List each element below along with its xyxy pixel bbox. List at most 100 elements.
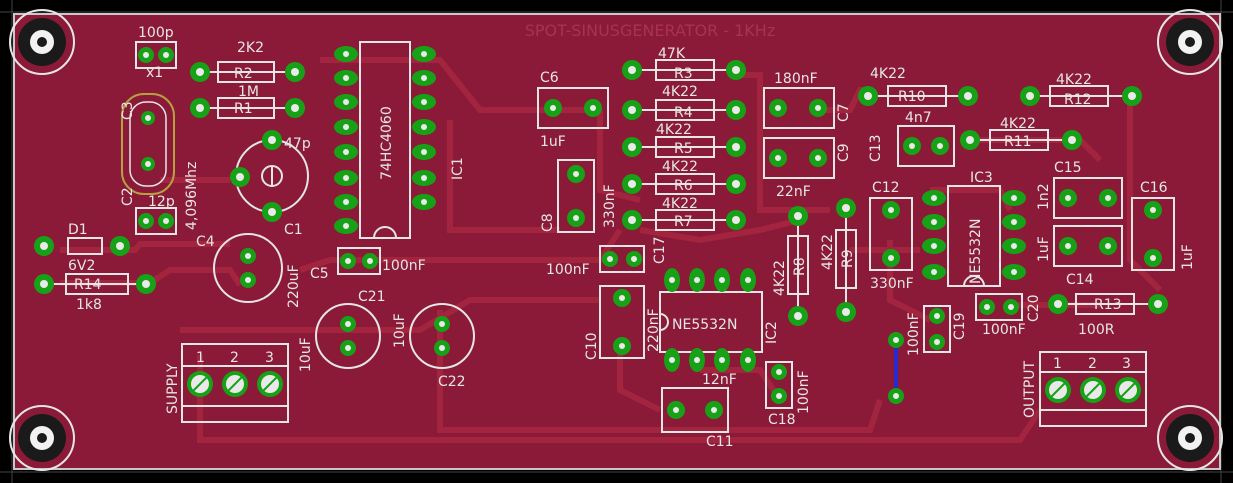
resistor-r9: 4K22 R9 bbox=[820, 198, 857, 322]
supply-connector: 1 2 3 SUPPLY bbox=[165, 343, 289, 423]
resistor-r11: 4K22 R11 bbox=[960, 116, 1082, 151]
ic3-type: NE5532N bbox=[968, 219, 984, 284]
c2-value: 12p bbox=[148, 194, 175, 210]
c11-label: C11 bbox=[706, 434, 734, 450]
r4-label: R4 bbox=[674, 105, 693, 121]
ic1-74hc4060: 74HC4060 IC1 bbox=[334, 41, 466, 239]
supply-screw-1 bbox=[187, 371, 213, 397]
c21-value: 10uF bbox=[298, 337, 314, 372]
supply-pin-3: 3 bbox=[265, 350, 274, 366]
c17-label: C17 bbox=[652, 236, 668, 264]
c8-value: 330nF bbox=[602, 184, 618, 228]
ic2-type: NE5532N bbox=[672, 317, 737, 333]
output-pin-1: 1 bbox=[1053, 356, 1062, 372]
capacitor-c13: 4n7 C13 bbox=[868, 110, 955, 167]
capacitor-c3-100p: 100p x1 bbox=[135, 25, 177, 81]
resistor-r5: 4K22 R5 bbox=[622, 122, 746, 158]
c11-value: 12nF bbox=[702, 372, 737, 388]
c6-value: 1uF bbox=[540, 134, 566, 150]
capacitor-c4: C4 220uF bbox=[196, 233, 302, 308]
ic2-ne5532n: NE5532N IC2 bbox=[659, 268, 780, 372]
ic1-pins-right bbox=[412, 46, 436, 210]
resistor-r8: 4K22 R8 bbox=[772, 206, 809, 326]
c7-value: 180nF bbox=[774, 71, 818, 87]
c10-label: C10 bbox=[584, 332, 600, 360]
r6-label: R6 bbox=[674, 178, 693, 194]
capacitor-c16: C16 1uF bbox=[1131, 180, 1196, 271]
r11-label: R11 bbox=[1004, 134, 1032, 150]
ic2-label: IC2 bbox=[764, 321, 780, 344]
c9-label: C9 bbox=[836, 143, 852, 162]
supply-screw-2 bbox=[222, 371, 248, 397]
board-title: SPOT-SINUSGENERATOR - 1KHz bbox=[525, 21, 775, 40]
capacitor-c9: 22nF C9 bbox=[763, 137, 852, 200]
c3-value: 100p bbox=[138, 25, 174, 41]
c15-value: 1n2 bbox=[1036, 183, 1052, 210]
output-screw-2 bbox=[1080, 377, 1106, 403]
r7-label: R7 bbox=[674, 214, 693, 230]
capacitor-c2-12p: 12p bbox=[135, 194, 177, 235]
mounting-hole-tr bbox=[1157, 9, 1223, 75]
r13-label: R13 bbox=[1094, 297, 1122, 313]
ic3-ne5532n: IC3 NE5532N bbox=[922, 170, 1026, 287]
c10-value: 220nF bbox=[646, 308, 662, 352]
c4-label: C4 bbox=[196, 234, 215, 250]
capacitor-c8: C8 330nF bbox=[540, 159, 618, 233]
supply-label: SUPPLY bbox=[165, 363, 181, 414]
c9-value: 22nF bbox=[776, 184, 811, 200]
c17-value: 100nF bbox=[546, 262, 590, 278]
c4-value: 220uF bbox=[286, 264, 302, 308]
r8-value: 4K22 bbox=[772, 260, 788, 296]
mounting-hole-tl bbox=[9, 9, 75, 75]
r9-label: R9 bbox=[840, 249, 856, 268]
c15-label: C15 bbox=[1054, 160, 1082, 176]
resistor-r3: 47K R3 bbox=[622, 46, 746, 82]
r14-label: R14 bbox=[74, 277, 102, 293]
capacitor-c21: C21 10uF bbox=[298, 289, 386, 372]
r6-value: 4K22 bbox=[662, 159, 698, 175]
ic1-label: IC1 bbox=[450, 157, 466, 180]
resistor-r14: R14 1k8 bbox=[34, 273, 156, 313]
c1-label: C1 bbox=[284, 222, 303, 238]
r10-label: R10 bbox=[898, 89, 926, 105]
mounting-hole-bl bbox=[9, 405, 75, 471]
c16-value: 1uF bbox=[1180, 244, 1196, 270]
c3-label: C3 bbox=[120, 101, 136, 120]
r3-value: 47K bbox=[658, 46, 686, 62]
c12-label: C12 bbox=[872, 180, 900, 196]
c5-value: 100nF bbox=[382, 258, 426, 274]
supply-pin-1: 1 bbox=[196, 350, 205, 366]
c2-label: C2 bbox=[120, 187, 136, 206]
r8-label: R8 bbox=[792, 257, 808, 276]
r12-label: R12 bbox=[1064, 92, 1092, 108]
resistor-r6: 4K22 R6 bbox=[622, 159, 746, 195]
r13-value: 100R bbox=[1078, 322, 1115, 338]
r2-label: R2 bbox=[234, 66, 253, 82]
capacitor-c15: C15 1n2 bbox=[1036, 160, 1123, 219]
r11-value: 4K22 bbox=[1000, 116, 1036, 132]
r4-value: 4K22 bbox=[662, 84, 698, 100]
output-screw-1 bbox=[1045, 377, 1071, 403]
r5-label: R5 bbox=[674, 141, 693, 157]
capacitor-c17: 100nF C17 bbox=[546, 236, 668, 278]
c18-value: 100nF bbox=[796, 370, 812, 414]
capacitor-c6: C6 1uF bbox=[537, 70, 609, 150]
r1-value: 1M bbox=[238, 84, 259, 100]
resistor-r13: R13 100R bbox=[1048, 293, 1168, 338]
r3-label: R3 bbox=[674, 66, 693, 82]
c20-value: 100nF bbox=[982, 322, 1026, 338]
supply-pin-2: 2 bbox=[230, 350, 239, 366]
resistor-r10: 4K22 R10 bbox=[858, 66, 978, 107]
output-label: OUTPUT bbox=[1022, 360, 1038, 418]
crystal-x1: C3 C2 4,096Mhz bbox=[120, 93, 200, 230]
x1-label: x1 bbox=[146, 65, 163, 81]
r12-value: 4K22 bbox=[1056, 72, 1092, 88]
ic3-label: IC3 bbox=[970, 170, 993, 186]
capacitor-c19: 100nF C19 bbox=[906, 305, 968, 356]
r1-label: R1 bbox=[234, 101, 253, 117]
capacitor-c12: C12 330nF bbox=[869, 180, 914, 292]
resistor-r4: 4K22 R4 bbox=[622, 84, 746, 121]
r5-value: 4K22 bbox=[656, 122, 692, 138]
resistor-r1: 1M R1 bbox=[190, 84, 305, 119]
